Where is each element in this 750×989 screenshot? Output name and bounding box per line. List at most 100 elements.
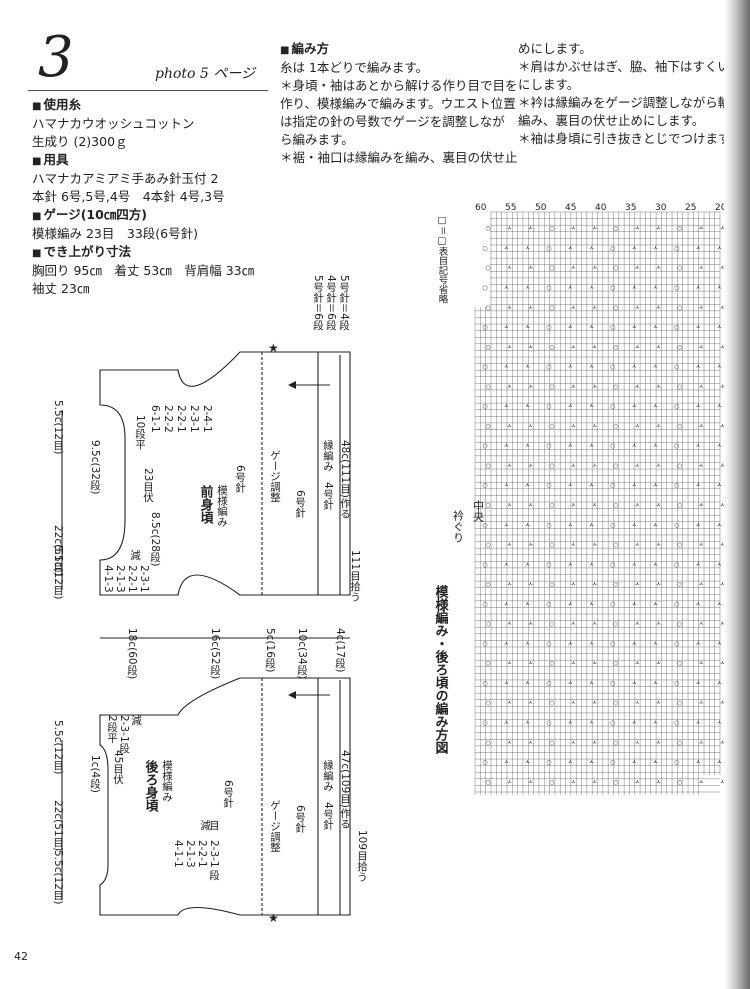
- arrow-head: [288, 381, 296, 389]
- stitch-symbol: ㅅ: [631, 364, 637, 371]
- stitch-symbol: ㅅ: [568, 759, 574, 766]
- stitch-symbol: ○: [610, 759, 615, 766]
- stitch-symbol: ㅅ: [698, 225, 704, 232]
- stitch-symbol: ㅅ: [720, 542, 725, 549]
- stitch-symbol: ㅅ: [589, 324, 595, 331]
- stitch-symbol: ㅅ: [592, 304, 598, 311]
- stitch-symbol: ㅅ: [525, 720, 531, 727]
- stitch-symbol: ㅅ: [589, 364, 595, 371]
- stitch-symbol: ○: [485, 621, 490, 628]
- stitch-symbol: ○: [549, 660, 554, 667]
- stitch-symbol: ㅅ: [720, 700, 725, 707]
- stitch-symbol: ㅅ: [717, 482, 723, 489]
- stitch-symbol: ㅅ: [507, 700, 513, 707]
- stitch-symbol: ○: [549, 423, 554, 430]
- front-subtitle: 模様編み: [216, 485, 228, 527]
- back-neck-depth: 45目伏: [112, 750, 124, 785]
- stitch-symbol: ○: [610, 285, 615, 292]
- stitch-symbol: ㅅ: [507, 423, 513, 430]
- stitch-symbol: ㅅ: [592, 462, 598, 469]
- stitch-symbol: ○: [674, 522, 679, 529]
- stitch-symbol: ㅅ: [656, 423, 662, 430]
- stitch-symbol: ㅅ: [507, 265, 513, 272]
- stitch-symbol: ○: [677, 700, 682, 707]
- stitch-symbol: ㅅ: [507, 502, 513, 509]
- needle-gauge-note: 4号針＝6段: [325, 275, 337, 331]
- stitch-symbol: ○: [482, 443, 487, 450]
- stitch-symbol: ○: [674, 364, 679, 371]
- chart-center-label: 中央: [472, 500, 485, 523]
- back-outline: [99, 677, 351, 916]
- stitch-symbol: ㅅ: [656, 265, 662, 272]
- stitch-symbol: ㅅ: [698, 739, 704, 746]
- stitch-symbol: ○: [677, 462, 682, 469]
- front-pickup: 111目拾う: [349, 550, 361, 602]
- stitch-symbol: ○: [677, 779, 682, 786]
- stitch-symbol: ㅅ: [571, 779, 577, 786]
- stitch-symbol: ㅅ: [634, 304, 640, 311]
- stitch-symbol: ○: [546, 601, 551, 608]
- chart-column-number: 20: [715, 203, 725, 213]
- stitch-symbol: ㅅ: [717, 601, 723, 608]
- pattern-number: 3: [38, 25, 74, 90]
- stitch-symbol: ㅅ: [695, 680, 701, 687]
- stitch-symbol: ○: [546, 680, 551, 687]
- back-subtitle: 模様編み: [161, 760, 173, 802]
- stitch-symbol: ㅅ: [656, 779, 662, 786]
- stitch-symbol: ㅅ: [507, 739, 513, 746]
- stitch-symbol: ○: [485, 304, 490, 311]
- back-chest: 22c(51目): [52, 800, 64, 851]
- stitch-symbol: ㅅ: [720, 660, 725, 667]
- stitch-symbol: ㅅ: [720, 225, 725, 232]
- instructions-col1: 編み方 糸は 1本どりで編みます。 ＊身頃・袖はあとから解ける作り目で目を 作り…: [280, 40, 518, 167]
- stitch-symbol: ㅅ: [507, 225, 513, 232]
- stitch-symbol: ㅅ: [717, 720, 723, 727]
- stitch-symbol: ○: [677, 344, 682, 351]
- stitch-symbol: ㅅ: [717, 759, 723, 766]
- stitch-symbol: ○: [613, 502, 618, 509]
- stitch-symbol: ㅅ: [717, 245, 723, 252]
- yarn-heading: 使用糸: [32, 96, 272, 115]
- stitch-symbol: ○: [482, 561, 487, 568]
- stitch-symbol: ㅅ: [589, 640, 595, 647]
- back-arm-dec-suffix: 目: [208, 820, 220, 831]
- stitch-symbol: ㅅ: [653, 522, 659, 529]
- stitch-symbol: ㅅ: [568, 482, 574, 489]
- stitch-symbol: ㅅ: [653, 324, 659, 331]
- gauge-line: 模様編み 23目 33段(6号針): [32, 226, 198, 241]
- stitch-symbol: ○: [613, 304, 618, 311]
- front-outline: [99, 351, 351, 596]
- stitch-symbol: ㅅ: [698, 423, 704, 430]
- stitch-symbol: ㅅ: [695, 285, 701, 292]
- stitch-symbol: ○: [549, 621, 554, 628]
- stitch-symbol: ○: [482, 364, 487, 371]
- back-arm-dec: 4-1-1: [172, 840, 184, 868]
- tools-heading: 用具: [32, 151, 272, 170]
- chart-column-number: 50: [535, 203, 547, 213]
- front-neck-side: 8.5c(28段): [149, 512, 161, 567]
- stitch-symbol: ㅅ: [507, 304, 513, 311]
- stitch-symbol: ○: [674, 680, 679, 687]
- stitch-symbol: ○: [482, 640, 487, 647]
- stitch-symbol: ○: [485, 344, 490, 351]
- stitch-symbol: ㅅ: [656, 304, 662, 311]
- stitch-symbol: ㅅ: [525, 482, 531, 489]
- stitch-symbol: ㅅ: [592, 344, 598, 351]
- stitch-symbol: ㅅ: [656, 502, 662, 509]
- stitch-symbol: ㅅ: [528, 700, 534, 707]
- stitch-symbol: ㅅ: [695, 245, 701, 252]
- stitch-symbol: ○: [613, 423, 618, 430]
- stitch-symbol: ㅅ: [525, 285, 531, 292]
- stitch-symbol: ○: [482, 482, 487, 489]
- stitch-symbol: ○: [546, 324, 551, 331]
- stitch-symbol: ㅅ: [507, 660, 513, 667]
- stitch-symbol: ㅅ: [695, 482, 701, 489]
- stitch-symbol: ○: [610, 324, 615, 331]
- stitch-symbol: ㅅ: [568, 364, 574, 371]
- stitch-symbol: ○: [677, 225, 682, 232]
- stitch-symbol: ㅅ: [528, 542, 534, 549]
- stitch-symbol: ㅅ: [528, 739, 534, 746]
- front-arm-dec: 2-2-1: [126, 565, 138, 593]
- front-neck-dec: 6-1-1: [149, 405, 161, 433]
- stitch-symbol: ㅅ: [592, 621, 598, 628]
